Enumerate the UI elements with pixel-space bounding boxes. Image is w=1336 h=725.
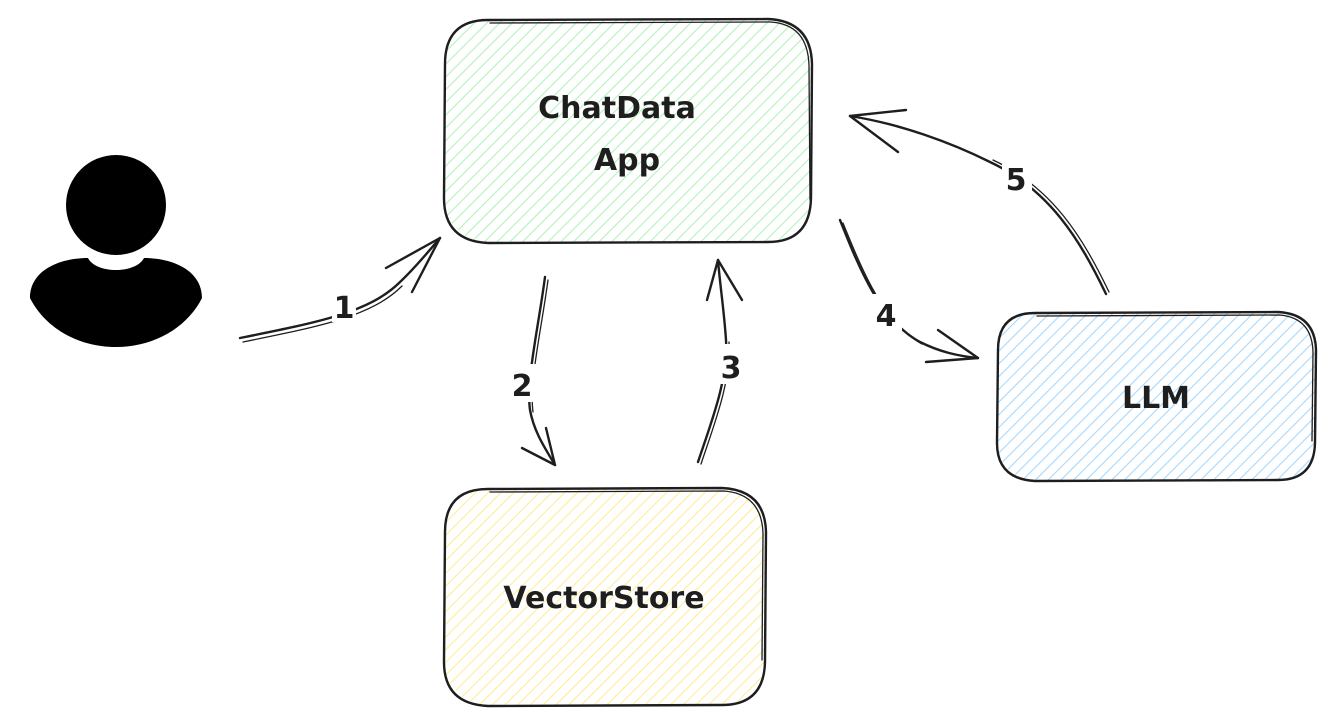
node-llm: LLM [995, 310, 1318, 483]
edge-vectorstore-to-chatdata: 3 [696, 258, 746, 465]
node-chatdata-label-line2: App [594, 143, 660, 178]
edge-label-2: 2 [512, 369, 533, 404]
edge-llm-to-chatdata: 5 [848, 108, 1110, 296]
edge-chatdata-to-vectorstore: 2 [508, 275, 557, 467]
edge-user-to-chatdata: 1 [238, 236, 442, 343]
edge-label-3: 3 [721, 351, 742, 386]
edge-label-5: 5 [1006, 163, 1027, 198]
node-chatdata-label-line1: ChatData [538, 91, 696, 126]
node-llm-label: LLM [1122, 381, 1190, 416]
edge-label-1: 1 [334, 291, 355, 326]
node-vectorstore: VectorStore [442, 486, 768, 708]
edge-chatdata-to-llm: 4 [838, 218, 980, 364]
node-vectorstore-label: VectorStore [503, 581, 704, 616]
node-chatdata-app: ChatData App [442, 17, 814, 245]
edge-label-4: 4 [876, 299, 897, 334]
user-icon [30, 155, 202, 347]
